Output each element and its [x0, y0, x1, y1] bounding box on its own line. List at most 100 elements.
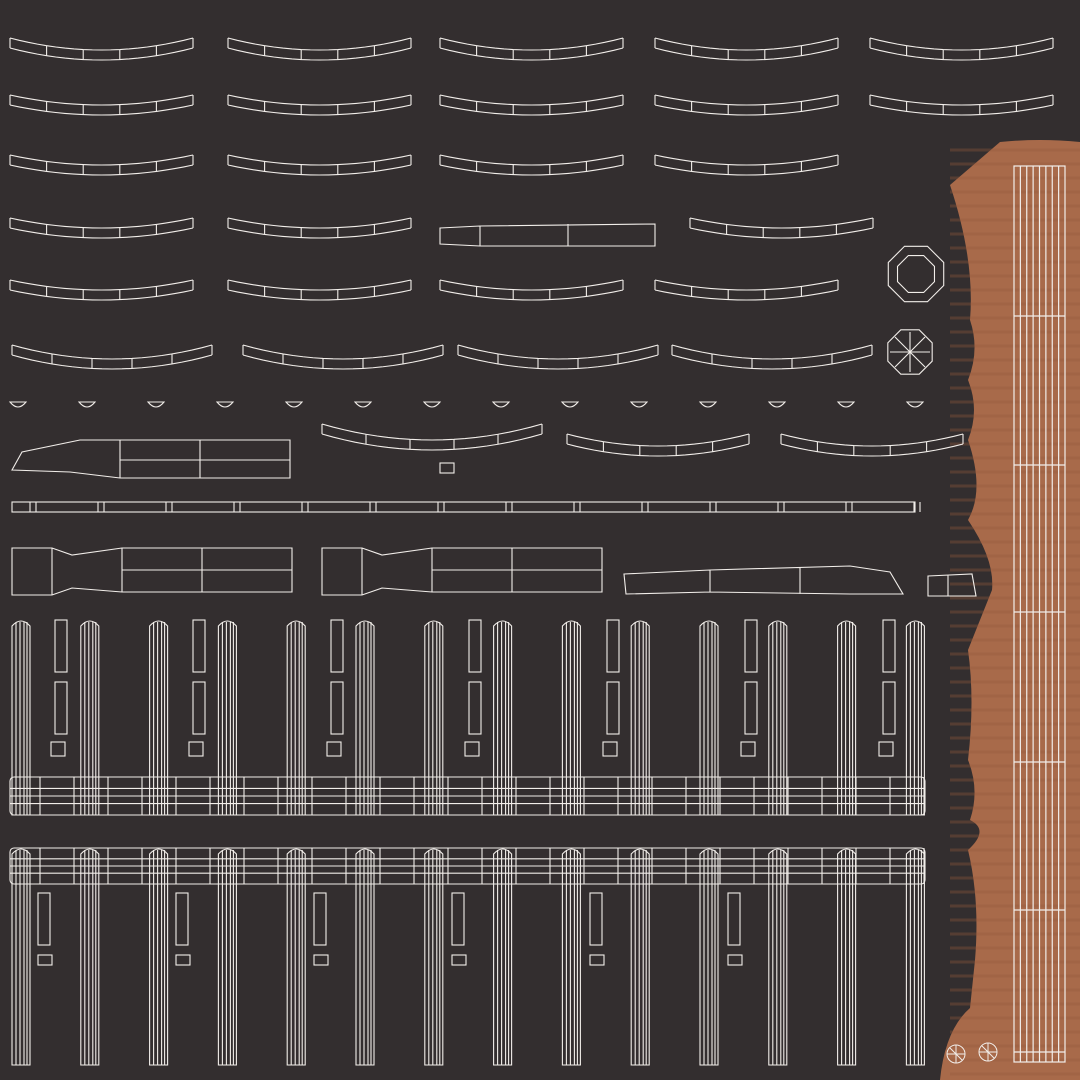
- bar-outline: [286, 620, 306, 816]
- uv-arc: [654, 37, 839, 61]
- octagon-piece: [887, 245, 945, 303]
- uv-arc: [439, 154, 624, 176]
- grid-piece: [37, 954, 53, 966]
- uv-arc: [654, 154, 839, 176]
- bar-outline: [424, 620, 444, 816]
- uv-arc: [9, 154, 194, 176]
- neck-piece: [11, 439, 291, 479]
- vertical-bar: [149, 848, 169, 1066]
- wood-body: [940, 140, 1080, 1080]
- bar-outline: [768, 848, 788, 1066]
- uv-arc: [671, 344, 873, 370]
- arc-edge: [654, 104, 839, 116]
- vertical-bar: [837, 620, 857, 816]
- wood-panel: [940, 140, 1080, 1080]
- uv-arc: [439, 94, 624, 116]
- uv-arc: [9, 94, 194, 116]
- arc-edge: [439, 279, 624, 291]
- horizontal-band: [9, 776, 926, 816]
- arc-edge: [439, 154, 624, 166]
- arc-edge: [439, 47, 624, 61]
- arc-edge: [227, 94, 412, 106]
- arc-edge: [9, 94, 194, 106]
- vertical-bar: [355, 848, 375, 1066]
- cup-piece: [422, 401, 442, 408]
- bar-outline: [11, 620, 31, 816]
- bar-outline: [355, 848, 375, 1066]
- grid-piece: [602, 741, 618, 757]
- slot-piece: [882, 619, 896, 673]
- uv-arc: [321, 423, 543, 451]
- rail-outline: [11, 501, 916, 513]
- uv-arc: [227, 94, 412, 116]
- octagon-piece: [887, 329, 933, 375]
- arc-edge: [9, 47, 194, 61]
- vertical-bar: [217, 620, 237, 816]
- bar-outline: [149, 848, 169, 1066]
- grid-piece: [313, 954, 329, 966]
- uv-arc: [439, 279, 624, 301]
- uv-arc: [242, 344, 444, 370]
- slot-piece: [606, 681, 620, 735]
- arc-edge: [9, 154, 194, 166]
- uv-arc: [566, 433, 750, 457]
- cup-piece: [491, 401, 511, 408]
- grid-piece: [451, 954, 467, 966]
- uv-arc: [227, 217, 412, 239]
- arc-edge: [227, 104, 412, 116]
- cup-piece: [905, 401, 925, 408]
- vertical-bar: [768, 848, 788, 1066]
- bar-outline: [493, 620, 513, 816]
- vertical-bar: [493, 848, 513, 1066]
- grid-piece: [727, 954, 743, 966]
- arc-edge: [566, 443, 750, 457]
- vertical-bar: [80, 848, 100, 1066]
- cup-piece: [698, 401, 718, 408]
- small-piece: [927, 573, 977, 597]
- peg-facets: [947, 1045, 965, 1063]
- arc-edge: [654, 47, 839, 61]
- slot-piece: [330, 681, 344, 735]
- peg-facets: [979, 1043, 997, 1061]
- vertical-bar: [768, 620, 788, 816]
- arc-edge: [439, 289, 624, 301]
- grid-piece: [589, 954, 605, 966]
- arc-edge: [9, 227, 194, 239]
- fretboard: [1013, 165, 1066, 1063]
- body-piece: [623, 565, 904, 595]
- vertical-bar: [80, 620, 100, 816]
- slot-piece: [468, 681, 482, 735]
- arc-edge: [654, 164, 839, 176]
- bar-outline: [493, 848, 513, 1066]
- arc-edge: [11, 354, 213, 370]
- vertical-bar: [630, 620, 650, 816]
- arc-edge: [869, 37, 1054, 51]
- vertical-bar: [11, 848, 31, 1066]
- vertical-bar: [699, 620, 719, 816]
- vertical-bar: [837, 848, 857, 1066]
- arc-edge: [439, 94, 624, 106]
- arc-edge: [439, 37, 624, 51]
- uv-arc: [869, 94, 1054, 116]
- arc-edge: [11, 344, 213, 360]
- uv-arc: [780, 433, 964, 457]
- body-piece: [11, 547, 293, 596]
- grid-piece: [326, 741, 342, 757]
- slot-piece: [744, 619, 758, 673]
- uv-arc: [227, 279, 412, 301]
- arc-edge: [869, 47, 1054, 61]
- vertical-bar: [286, 848, 306, 1066]
- arc-edge: [9, 289, 194, 301]
- vertical-bar: [424, 848, 444, 1066]
- octagon-inner: [896, 254, 936, 294]
- bar-outline: [630, 620, 650, 816]
- arc-edge: [654, 279, 839, 291]
- arc-edge: [227, 47, 412, 61]
- bar-outline: [768, 620, 788, 816]
- arc-edge: [780, 433, 964, 447]
- vertical-bar: [217, 848, 237, 1066]
- bar-outline: [355, 620, 375, 816]
- arc-edge: [457, 354, 659, 370]
- grid-piece: [50, 741, 66, 757]
